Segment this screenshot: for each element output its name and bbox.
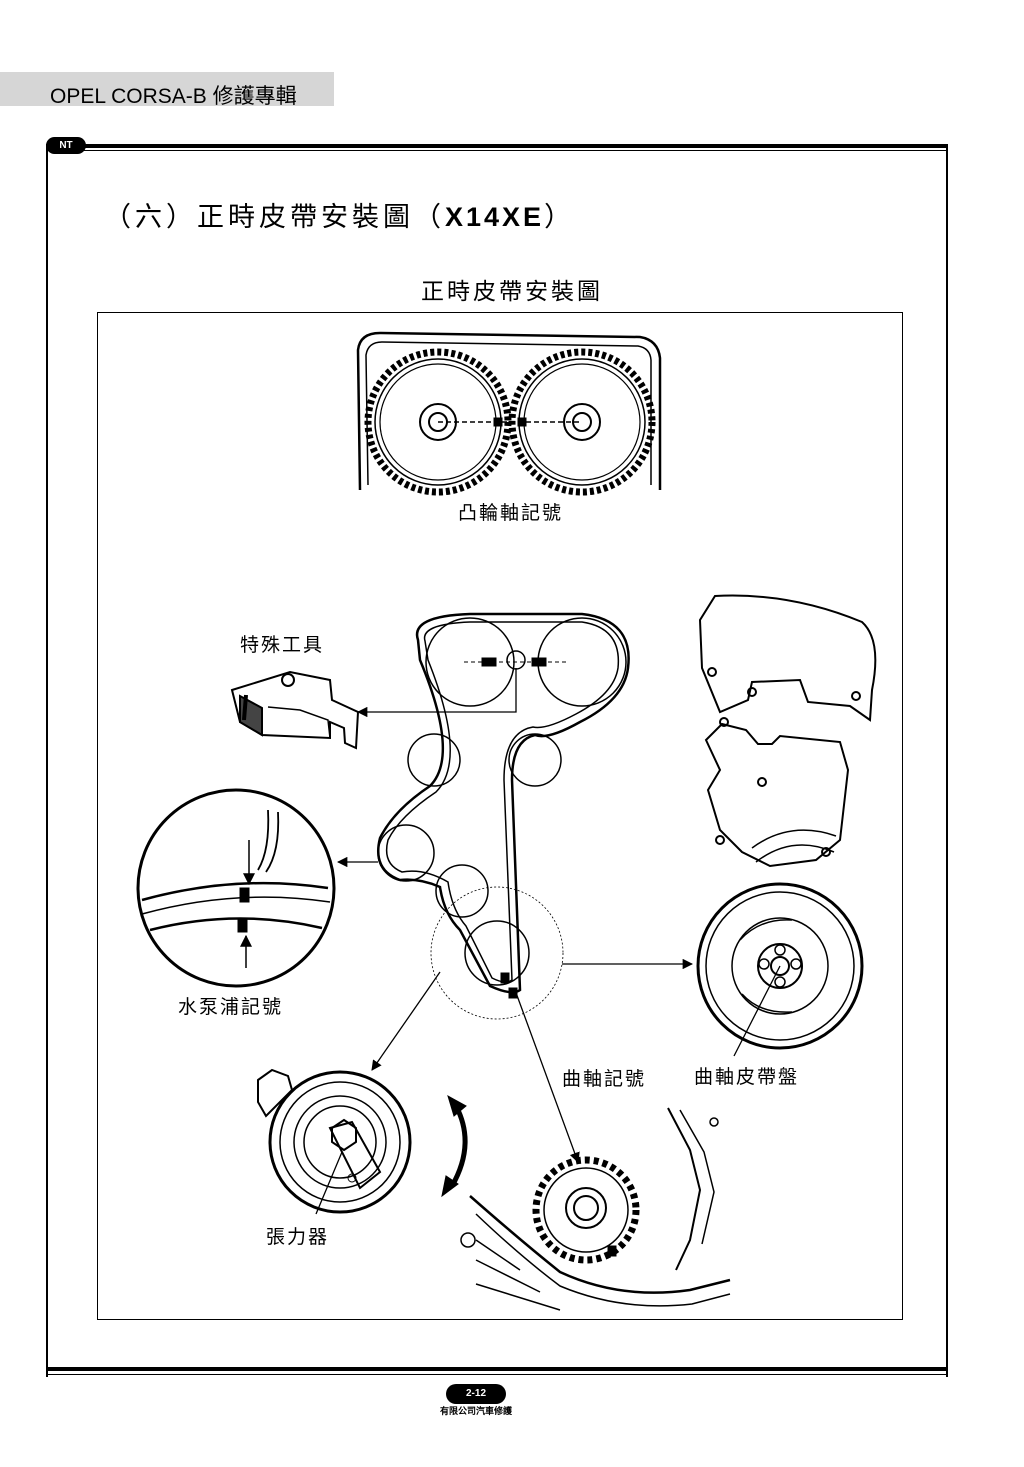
section-title-model: X14XE: [445, 202, 545, 232]
page-frame-right: [946, 147, 948, 1377]
header-band: [0, 72, 334, 106]
diagram-title: 正時皮帶安裝圖: [421, 279, 603, 305]
rotation-arrow-icon: [441, 1094, 468, 1198]
bottom-rule: [46, 1367, 948, 1371]
publisher-footer: 有限公司汽車修護: [439, 1407, 512, 1417]
water-pump-detail: [136, 788, 336, 988]
label-crankshaft-pulley: 曲軸皮帶盤: [694, 1066, 800, 1088]
camshaft-cover-illustration: [356, 331, 662, 496]
section-title: （六）正時皮帶安裝圖（X14XE）: [104, 195, 575, 234]
section-title-suffix: ）: [544, 202, 576, 233]
label-water-pump-mark: 水泵浦記號: [178, 996, 284, 1018]
tensioner-illustration: [257, 1068, 412, 1214]
crankshaft-pulley-illustration: [696, 882, 864, 1050]
top-rule-thin: [46, 150, 948, 151]
leader-arrows: [315, 668, 781, 1215]
camshaft-gear-right: [508, 348, 656, 496]
header-title: OPEL CORSA-B 修護專輯: [50, 85, 297, 108]
diagram-frame: [97, 312, 903, 1320]
label-special-tool: 特殊工具: [240, 634, 325, 656]
special-tool-illustration: [230, 670, 360, 750]
label-camshaft-mark: 凸輪軸記號: [458, 502, 564, 524]
label-crankshaft-mark: 曲軸記號: [562, 1068, 647, 1090]
belt-routing: [377, 612, 630, 1020]
top-rule: [46, 144, 948, 148]
page-number-badge: 2-12: [446, 1384, 506, 1404]
label-tensioner: 張力器: [266, 1226, 330, 1248]
timing-cover-illustration: [698, 594, 877, 868]
crankshaft-sprocket-illustration: [460, 1107, 731, 1311]
page-frame-left: [46, 147, 48, 1377]
publisher-logo: NT: [46, 137, 86, 154]
bottom-rule-thin: [46, 1374, 948, 1375]
section-title-prefix: （六）正時皮帶安裝圖（: [104, 202, 445, 233]
